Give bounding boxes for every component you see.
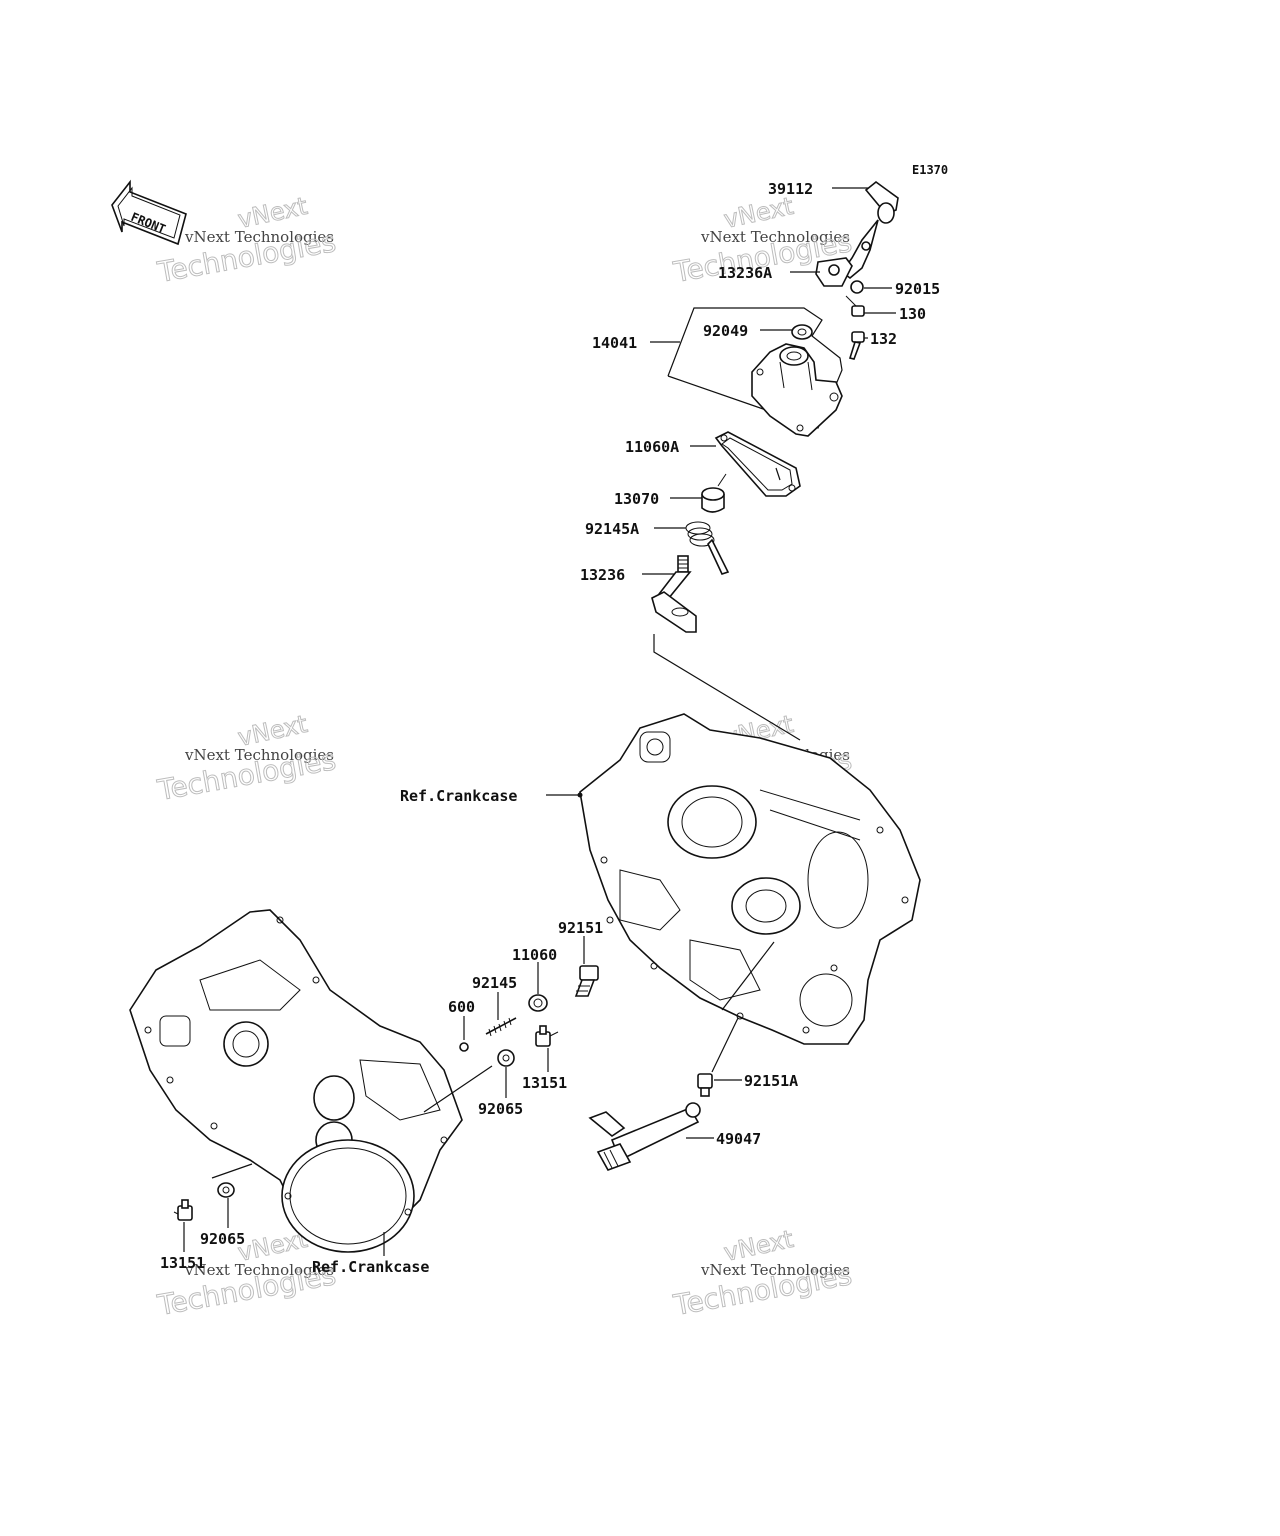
label-11060: 11060	[512, 946, 557, 964]
watermark-line2: vNext Technologies	[700, 228, 850, 246]
label-13236A: 13236A	[718, 264, 772, 282]
part-11060-washer	[528, 994, 548, 1012]
part-13151-switch	[535, 1025, 559, 1047]
leader-line	[653, 634, 801, 741]
label-600: 600	[448, 998, 475, 1016]
label-39112: 39112	[768, 180, 813, 198]
leader-line	[711, 1017, 739, 1073]
label-92145: 92145	[472, 974, 517, 992]
label-92145A: 92145A	[585, 520, 639, 538]
label-130: 130	[899, 305, 926, 323]
watermark-line2: vNext Technologies	[700, 1261, 850, 1279]
label-13151-center: 13151	[522, 1074, 567, 1092]
label-92049: 92049	[703, 322, 748, 340]
label-11060A: 11060A	[625, 438, 679, 456]
label-92151A: 92151A	[744, 1072, 798, 1090]
label-13236: 13236	[580, 566, 625, 584]
right-crankcase	[579, 713, 921, 1045]
part-13236-shaft	[651, 555, 697, 633]
part-132-bolt	[848, 331, 865, 360]
left-crankcase	[129, 909, 463, 1253]
leader-line	[211, 1163, 253, 1179]
part-92065-washer-lower	[217, 1182, 235, 1198]
watermark-line2: vNext Technologies	[184, 1261, 334, 1279]
leader-line	[423, 1065, 493, 1113]
part-92145-spring	[485, 1017, 517, 1037]
part-13070-bushing	[701, 473, 727, 513]
label-13070: 13070	[614, 490, 659, 508]
part-92065-washer	[497, 1049, 515, 1067]
part-13236A-clamp	[815, 257, 853, 287]
label-132: 132	[870, 330, 897, 348]
watermark-line2: vNext Technologies	[184, 228, 334, 246]
part-92015-nut	[850, 280, 864, 294]
label-13151-lower: 13151	[160, 1254, 205, 1272]
part-92151A-bolt	[697, 1073, 713, 1097]
leader-line	[721, 941, 775, 1011]
label-49047: 49047	[716, 1130, 761, 1148]
label-ref-crankcase-lower: Ref.Crankcase	[312, 1258, 429, 1276]
part-92049-seal	[791, 324, 813, 340]
label-ref-crankcase-upper: Ref.Crankcase	[400, 787, 517, 805]
part-130-bolt	[845, 295, 865, 317]
label-92015: 92015	[895, 280, 940, 298]
part-600-ball	[459, 1042, 469, 1052]
leader-line	[775, 467, 781, 481]
part-13151-switch-lower	[173, 1199, 193, 1221]
diagram-code: E1370	[912, 163, 948, 177]
part-11060A-gasket	[714, 431, 801, 497]
label-92151: 92151	[558, 919, 603, 937]
label-92065-lower: 92065	[200, 1230, 245, 1248]
part-49047-shift-drum	[588, 1102, 701, 1171]
part-92151-bolt	[574, 965, 599, 997]
watermark-line2: vNext Technologies	[184, 746, 334, 764]
front-arrow-icon: FRONT	[111, 179, 187, 246]
label-92065-center: 92065	[478, 1100, 523, 1118]
part-92145A-spring	[685, 521, 730, 575]
label-14041: 14041	[592, 334, 637, 352]
part-shift-cover	[751, 343, 843, 437]
